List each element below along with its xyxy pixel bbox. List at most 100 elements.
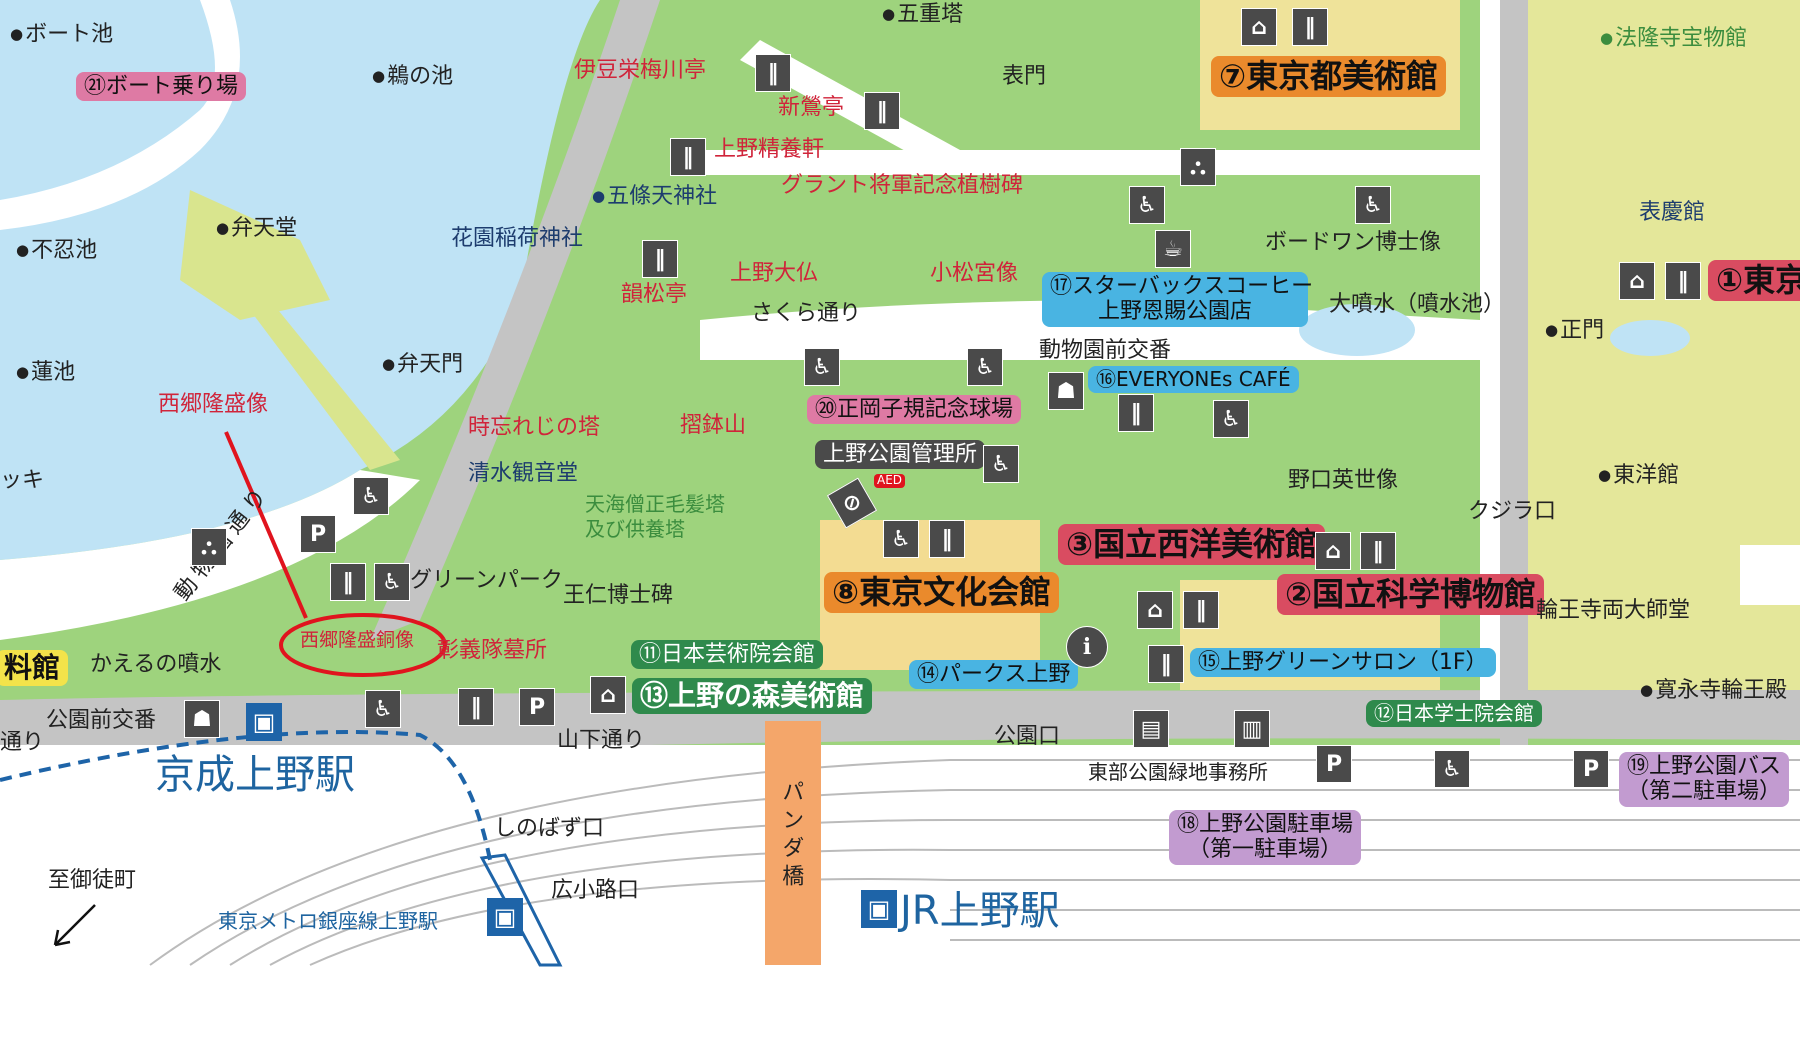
tobikan-badge[interactable]: ⑦東京都美術館 — [1211, 56, 1447, 97]
bunka-kaikan-badge[interactable]: ⑧東京文化会館 — [824, 572, 1060, 613]
geijutsuin-badge[interactable]: ⑪日本芸術院会館 — [631, 640, 824, 670]
inshotei-label: 韻松亭 — [621, 282, 688, 307]
restaurant-icon[interactable]: ‖ — [458, 688, 494, 726]
u-pond-label: 鵜の池 — [372, 64, 453, 89]
police-box-icon[interactable]: ☗ — [184, 700, 220, 738]
shinobazu-exit-label: しのばず口 — [494, 816, 605, 841]
metro-train-icon[interactable]: ▣ — [487, 898, 523, 936]
annotation-pointer-line — [224, 431, 308, 619]
rinnoji-label: 輪王寺両大師堂 — [1536, 598, 1691, 623]
accessible-toilet-icon[interactable]: ♿ — [967, 348, 1003, 386]
green-park-label: グリーンパーク — [410, 568, 563, 593]
jr-ueno-label[interactable]: JR上野駅 — [900, 888, 1060, 934]
parking1-badge[interactable]: ⑱上野公園駐車場（第一駐車場） — [1169, 810, 1362, 865]
info-icon[interactable]: i — [1066, 626, 1108, 668]
accessible-toilet-icon[interactable]: ♿ — [1129, 186, 1165, 224]
lotus-pond-label: 蓮池 — [16, 360, 75, 385]
hirokoji-exit-label: 広小路口 — [551, 878, 640, 903]
toilet-icon[interactable]: ♿ — [1434, 750, 1470, 788]
restaurant-icon[interactable]: ‖ — [330, 563, 366, 601]
museum-icon[interactable]: ⌂ — [1315, 532, 1351, 570]
ginza-line-label[interactable]: 東京メトロ銀座線上野駅 — [218, 909, 438, 933]
tokyo-national-museum-badge[interactable]: ①東京 — [1708, 260, 1800, 301]
keisei-ueno-label[interactable]: 京成上野駅 — [155, 752, 355, 798]
restaurant-icon[interactable]: ‖ — [1183, 591, 1219, 629]
parking2-badge[interactable]: ⑲上野公園バス（第二駐車場） — [1619, 752, 1790, 807]
seiyo-museum-badge[interactable]: ③国立西洋美術館 — [1058, 524, 1326, 565]
everyones-cafe-badge[interactable]: ⑯EVERYONEs CAFÉ — [1088, 366, 1299, 393]
starbucks-badge[interactable]: ⑰スターバックスコーヒー上野恩賜公園店 — [1042, 272, 1313, 327]
parks-ueno-badge[interactable]: ⑭パークス上野 — [909, 660, 1079, 690]
annotation-circle — [279, 613, 447, 677]
restaurant-icon[interactable]: ‖ — [1148, 645, 1184, 683]
noguchi-label: 野口英世像 — [1288, 468, 1399, 493]
shiryokan-badge[interactable]: 料館 — [0, 650, 69, 687]
toilet-icon[interactable]: ♿ — [374, 563, 410, 601]
zoo-koban-label: 動物園前交番 — [1039, 338, 1172, 363]
museum-icon[interactable]: ⌂ — [1137, 591, 1173, 629]
parking1-name: ⑱上野公園駐車場 — [1177, 812, 1354, 837]
ueno-mori-badge[interactable]: ⑬上野の森美術館 — [632, 678, 873, 715]
parking-icon[interactable]: P — [1316, 745, 1352, 783]
bentenmon-label: 弁天門 — [382, 352, 463, 377]
family-toilet-icon[interactable]: ♿ — [883, 520, 919, 558]
parking1-sub: （第一駐車場） — [1188, 837, 1343, 863]
bentendo-label: 弁天堂 — [216, 216, 297, 241]
restaurant-icon[interactable]: ‖ — [755, 54, 791, 92]
restaurant-icon[interactable]: ‖ — [670, 138, 706, 176]
green-salon-badge[interactable]: ⑮上野グリーンサロン（1F） — [1190, 648, 1496, 678]
road-diagonal — [370, 0, 660, 640]
boat-pier-badge[interactable]: ㉑ボート乗り場 — [76, 72, 247, 102]
bus-icon[interactable]: ▤ — [1133, 710, 1169, 748]
parking-icon[interactable]: P — [300, 515, 336, 553]
playground-icon[interactable]: ⛬ — [191, 528, 227, 566]
koen-guchi-label: 公園口 — [994, 724, 1061, 749]
toilet-icon[interactable]: ♿ — [353, 477, 389, 515]
yamashita-dori-label: 山下通り — [557, 728, 646, 753]
panda-bridge-label: パンダ橋 — [778, 780, 804, 892]
gakushiin-badge[interactable]: ⑫日本学士院会館 — [1366, 700, 1542, 727]
kahaku-badge[interactable]: ②国立科学博物館 — [1277, 574, 1545, 615]
restaurant-icon[interactable]: ‖ — [642, 240, 678, 278]
accessible-toilet-icon[interactable]: ♿ — [804, 348, 840, 386]
museum-icon[interactable]: ⌂ — [590, 676, 626, 714]
accessible-toilet-icon[interactable]: ♿ — [1213, 400, 1249, 438]
hyokeikan-label: 表慶館 — [1639, 200, 1706, 225]
aed-badge: AED — [874, 473, 906, 488]
izuei-label: 伊豆栄梅川亭 — [574, 58, 707, 83]
accessible-toilet-icon[interactable]: ♿ — [1355, 186, 1391, 224]
museum-icon[interactable]: ⌂ — [1619, 262, 1655, 300]
accessible-toilet-icon[interactable]: ♿ — [983, 445, 1019, 483]
restaurant-icon[interactable]: ‖ — [929, 520, 965, 558]
jr-train-icon[interactable]: ▣ — [861, 890, 897, 928]
restaurant-icon[interactable]: ‖ — [1292, 8, 1328, 46]
direction-arrow — [53, 904, 96, 947]
kanrisho-badge[interactable]: 上野公園管理所 — [815, 440, 986, 470]
restaurant-icon[interactable]: ‖ — [1360, 532, 1396, 570]
parking-icon[interactable]: P — [519, 688, 555, 726]
suribachi-label: 摺鉢山 — [680, 413, 747, 438]
accessible-toilet-icon[interactable]: ♿ — [365, 690, 401, 728]
dori-label: 通り — [0, 730, 45, 755]
taxi-icon[interactable]: ▥ — [1234, 710, 1270, 748]
shinobazu-pond-label: 不忍池 — [16, 238, 97, 263]
restaurant-icon[interactable]: ‖ — [864, 92, 900, 130]
museum-icon[interactable]: ⌂ — [1241, 8, 1277, 46]
restaurant-icon[interactable]: ‖ — [1665, 262, 1701, 300]
seimon-label: 正門 — [1545, 318, 1604, 343]
daibutsu-label: 上野大仏 — [730, 261, 819, 286]
keisei-train-icon[interactable]: ▣ — [246, 703, 282, 741]
parking2-sub: （第二駐車場） — [1627, 779, 1782, 805]
police-box-icon[interactable]: ☗ — [1048, 372, 1084, 410]
yamashita-dori — [0, 690, 1800, 780]
baudouin-label: ボードワン博士像 — [1265, 230, 1442, 255]
parking-icon[interactable]: P — [1573, 750, 1609, 788]
shogitai-label: 彰義隊墓所 — [437, 638, 548, 663]
seiyoken-label: 上野精養軒 — [714, 137, 825, 162]
playground-icon[interactable]: ⛬ — [1180, 148, 1216, 186]
masaoka-badge[interactable]: ⑳正岡子規記念球場 — [807, 395, 1022, 425]
hanazono-label: 花園稲荷神社 — [451, 226, 584, 251]
restaurant-icon[interactable]: ‖ — [1118, 394, 1154, 432]
cafe-icon[interactable]: ☕ — [1155, 230, 1191, 268]
